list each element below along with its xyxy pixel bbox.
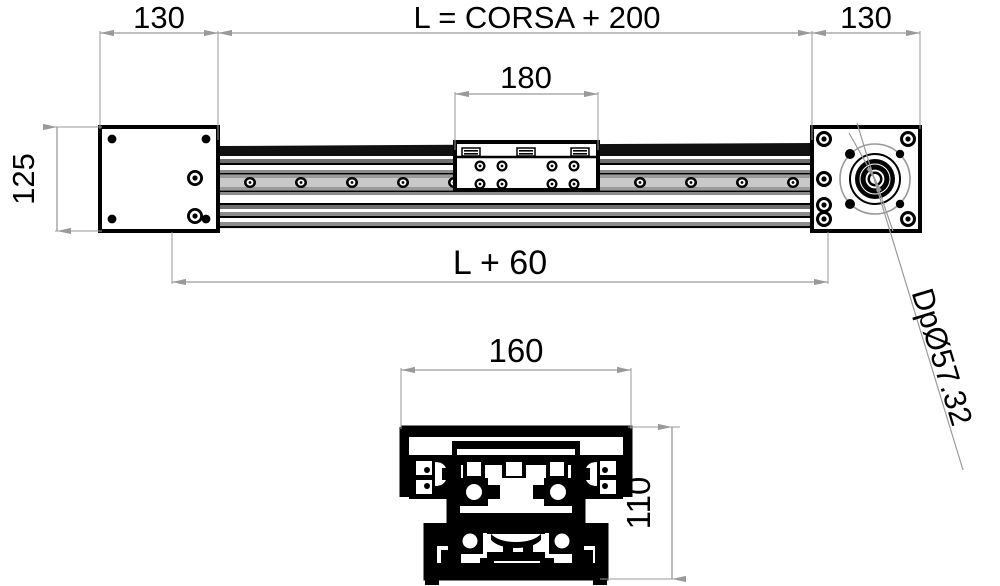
bolt-circle (839, 143, 911, 215)
flange-corner-screws (816, 131, 916, 227)
endcap-bolt (107, 214, 117, 224)
dimension-section-width: 160 (400, 332, 632, 429)
rail-bolt-holes-left (244, 177, 460, 188)
section-outline-strokes (399, 425, 633, 581)
section-bottom-flange (425, 523, 607, 585)
dim-left-endcap-width: 130 (133, 0, 185, 35)
dim-body-height: 125 (6, 153, 41, 205)
rail-bolt-holes-right (634, 177, 799, 188)
cross-section-view (399, 425, 633, 585)
dimension-section-height: 110 (600, 423, 686, 583)
leader-arrow-lower (874, 178, 894, 232)
dimension-set-top: 130 L = CORSA + 200 130 (99, 0, 921, 140)
endcap-bolt (107, 134, 117, 144)
side-elevation-view (98, 125, 922, 233)
endcap-bolt (201, 214, 211, 224)
carriage-bolts (474, 160, 580, 190)
carriage-block (453, 140, 600, 192)
dimension-body-height: 125 (6, 123, 102, 235)
endcap-bolt (201, 134, 211, 144)
dim-section-height: 110 (620, 477, 657, 530)
dim-rail-length: L + 60 (453, 244, 547, 282)
dimension-carriage-width: 180 (454, 60, 599, 150)
leader-arrow-upper (848, 132, 876, 180)
left-end-cap (98, 125, 220, 233)
dim-overall-length: L = CORSA + 200 (413, 0, 660, 35)
right-end-cap-flange (810, 125, 922, 233)
leader-line (856, 122, 964, 471)
dim-right-endcap-width: 130 (840, 0, 892, 35)
dim-section-width: 160 (488, 332, 543, 369)
dimension-rail-length: L + 60 (171, 232, 829, 286)
endcap-bearing-port (187, 170, 203, 224)
dim-carriage-width: 180 (500, 60, 552, 95)
flange-tapped-holes (845, 149, 905, 209)
